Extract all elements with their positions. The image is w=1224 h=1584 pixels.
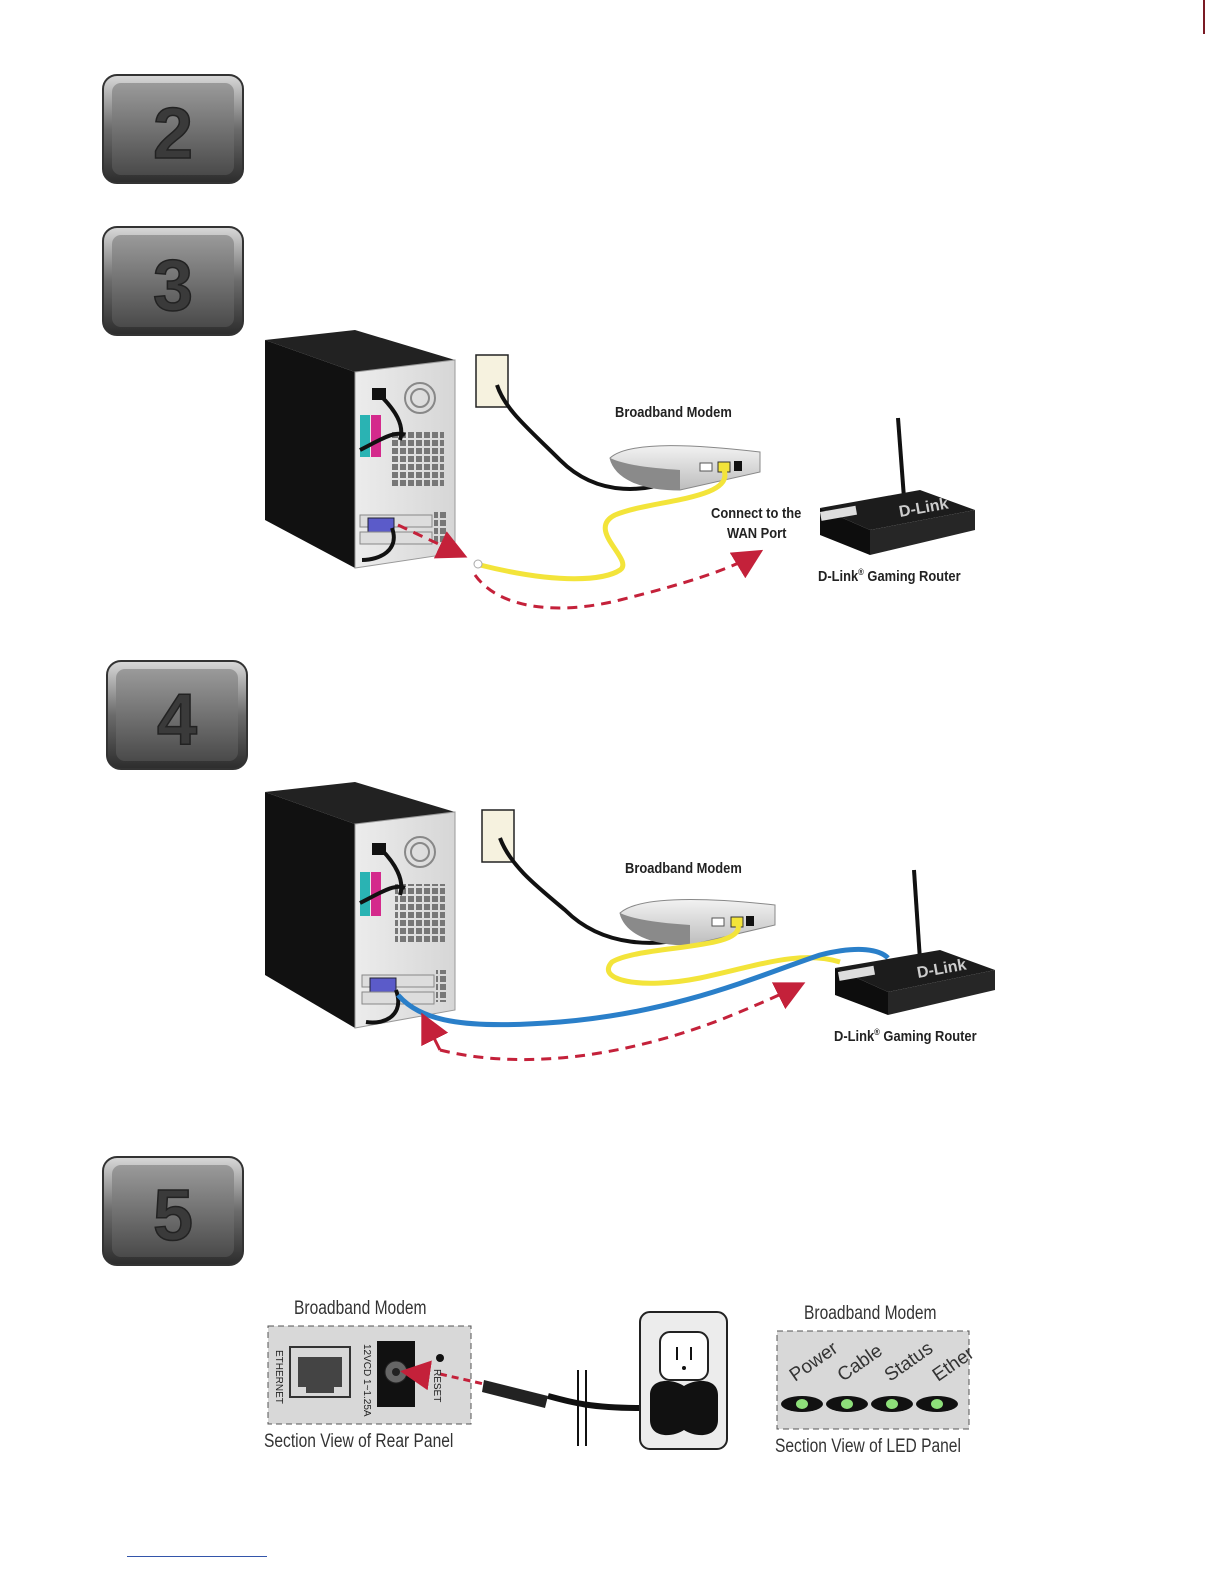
led-ethernet	[916, 1396, 958, 1412]
gaming-router-icon: D-Link	[820, 418, 975, 555]
modem-label: Broadband Modem	[625, 860, 742, 877]
port-power-label: 12VCD 1~1.25A	[361, 1344, 372, 1417]
gaming-router-icon: D-Link	[835, 870, 995, 1015]
diagram-step-4: D-Link	[265, 782, 995, 1060]
led-power	[781, 1396, 823, 1412]
broadband-modem-icon	[620, 900, 775, 945]
led-cable	[826, 1396, 868, 1412]
rear-panel-title: Broadband Modem	[294, 1298, 427, 1320]
rear-panel-caption: Section View of Rear Panel	[264, 1431, 453, 1453]
router-label: D-Link® Gaming Router	[834, 1027, 977, 1045]
port-reset-label: RESET	[431, 1369, 442, 1402]
router-label: D-Link® Gaming Router	[818, 567, 961, 585]
led-panel-title: Broadband Modem	[804, 1303, 937, 1325]
port-ethernet-label: ETHERNET	[273, 1350, 284, 1404]
wan-port-label-line2: WAN Port	[727, 525, 786, 542]
modem-label: Broadband Modem	[615, 404, 732, 421]
pc-tower-icon	[265, 782, 455, 1028]
diagram-step-5	[268, 1312, 969, 1449]
wan-port-label-line1: Connect to the	[711, 505, 801, 522]
led-status	[871, 1396, 913, 1412]
broadband-modem-icon	[610, 446, 760, 490]
footer-link-underline	[127, 1556, 267, 1557]
wall-outlet-icon	[640, 1312, 727, 1449]
led-panel-caption: Section View of LED Panel	[775, 1436, 961, 1458]
